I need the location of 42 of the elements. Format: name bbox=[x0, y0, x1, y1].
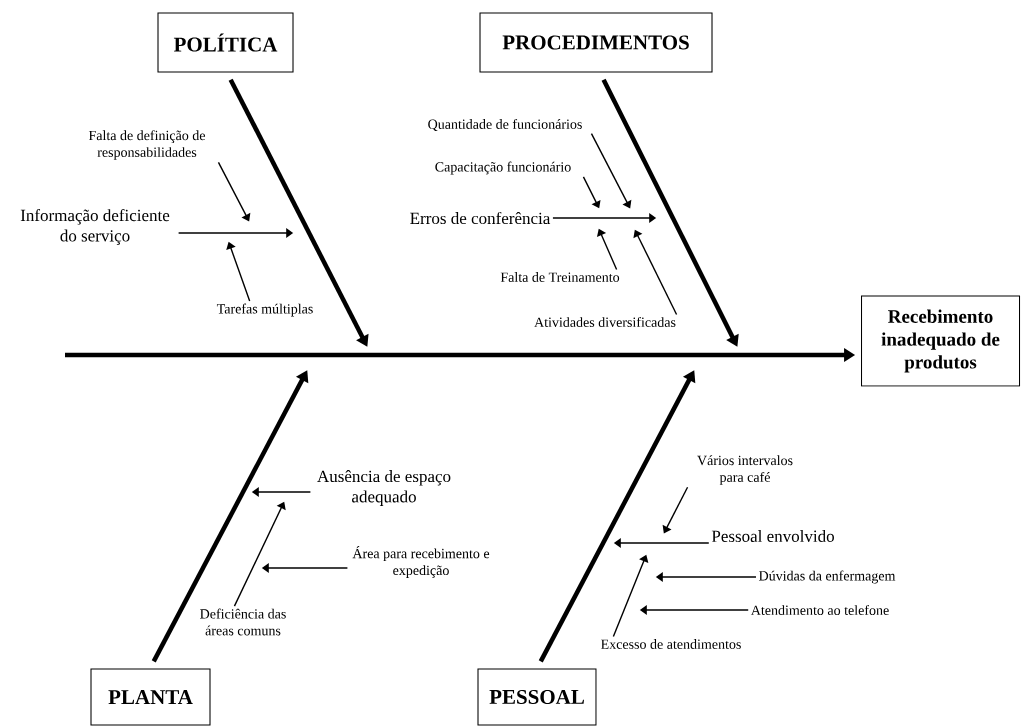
arrow bbox=[217, 161, 251, 222]
arrow bbox=[633, 229, 678, 316]
cause-label: Ausência de espaço adequado bbox=[317, 470, 451, 506]
sub-cause-label: Excesso de atendimentos bbox=[601, 639, 741, 649]
sub-cause-label: Atividades diversificadas bbox=[534, 317, 676, 327]
bone-arrow bbox=[538, 370, 696, 663]
sub-cause-label: Capacitação funcionário bbox=[435, 161, 571, 175]
arrow bbox=[582, 176, 601, 209]
arrow bbox=[612, 554, 649, 638]
category-box: POLÍTICA bbox=[157, 12, 294, 73]
sub-cause-label: Área para recebimento e expedição bbox=[352, 546, 490, 578]
sub-cause-label: Tarefas múltiplas bbox=[216, 303, 313, 317]
sub-cause-label: Deficiência das áreas comuns bbox=[200, 608, 286, 636]
sub-cause-label: Atendimento ao telefone bbox=[750, 605, 889, 615]
arrow bbox=[251, 487, 312, 497]
spine-arrow bbox=[65, 348, 856, 362]
arrow bbox=[662, 486, 689, 534]
arrow bbox=[613, 538, 710, 548]
sub-cause-label: Quantidade de funcionários bbox=[428, 118, 582, 132]
arrow bbox=[655, 572, 757, 582]
arrow bbox=[552, 213, 657, 223]
arrow bbox=[596, 228, 618, 271]
cause-label: Pessoal envolvido bbox=[711, 530, 834, 542]
arrow bbox=[261, 563, 349, 573]
category-box: PROCEDIMENTOS bbox=[479, 12, 713, 73]
bone-arrow bbox=[601, 78, 739, 347]
bone-arrow bbox=[228, 78, 369, 347]
arrow bbox=[177, 228, 294, 238]
sub-cause-label: Falta de definição de responsabilidades bbox=[88, 130, 206, 160]
sub-cause-label: Vários intervalos para café bbox=[697, 455, 793, 485]
arrow bbox=[233, 501, 286, 607]
effect-box: Recebimento inadequado de produtos bbox=[860, 295, 1021, 387]
category-box: PESSOAL bbox=[477, 668, 597, 726]
arrow bbox=[226, 241, 251, 302]
category-box: PLANTA bbox=[90, 668, 211, 726]
cause-label: Erros de conferência bbox=[410, 211, 551, 225]
cause-label: Informação deficiente do serviço bbox=[20, 209, 170, 245]
arrow bbox=[639, 605, 749, 615]
sub-cause-label: Falta de Treinamento bbox=[500, 272, 620, 282]
arrow bbox=[590, 132, 632, 209]
bone-arrow bbox=[151, 370, 309, 663]
sub-cause-label: Dúvidas da enfermagem bbox=[759, 570, 896, 584]
